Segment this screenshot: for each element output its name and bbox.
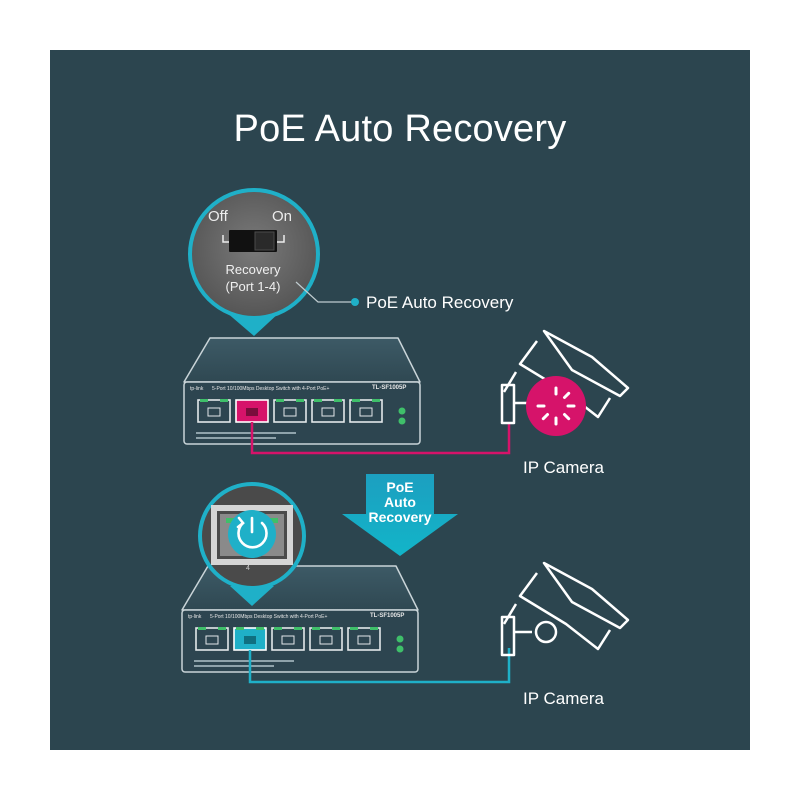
top-cable <box>250 422 511 455</box>
power-recovery-icon <box>236 516 268 549</box>
callout-line <box>295 281 354 303</box>
arrow-label: PoE Auto Recovery <box>350 480 450 525</box>
toggle-off-label: Off <box>208 208 228 225</box>
bottom-cable <box>248 648 511 684</box>
zoom-port-number: 4 <box>246 565 250 572</box>
port-housing <box>211 505 293 565</box>
top-switch <box>183 337 421 445</box>
bottom-switch-model: TL-SF1005P <box>370 613 405 619</box>
recovery-badge <box>228 510 276 558</box>
power-led <box>396 635 404 643</box>
top-camera-label: IP Camera <box>523 458 604 477</box>
poe-led <box>396 645 404 653</box>
arrow-label-line2: Auto <box>384 494 416 510</box>
top-switch-brand: tp-link <box>190 386 204 392</box>
loading-spinner-icon <box>536 386 576 426</box>
zoom-circle <box>188 188 320 320</box>
bottom-switch-front <box>181 609 419 673</box>
arrow-label-line1: PoE <box>386 479 414 495</box>
power-led <box>398 407 406 415</box>
poe-led <box>398 417 406 425</box>
callout-dot <box>351 298 359 306</box>
bottom-switch-brand: tp-link <box>188 614 202 620</box>
toggle-on-label: On <box>272 208 293 225</box>
bottom-camera-label: IP Camera <box>523 689 604 708</box>
top-camera-icon <box>500 329 630 425</box>
top-switch-model: TL-SF1005P <box>372 385 407 391</box>
top-switch-lid <box>183 337 421 383</box>
top-switch-description: 5-Port 10/100Mbps Desktop Switch with 4-… <box>212 386 330 392</box>
arrow-label-line3: Recovery <box>368 509 432 525</box>
down-arrow <box>342 474 458 556</box>
bottom-switch-ports <box>195 627 381 651</box>
recovery-label-line2: (Port 1-4) <box>225 279 281 294</box>
fault-indicator <box>526 376 586 436</box>
recovery-label: Recovery (Port 1-4) <box>190 261 316 295</box>
top-switch-front <box>183 381 421 445</box>
bottom-camera-icon <box>500 561 630 657</box>
recovery-label-line1: Recovery <box>225 262 281 277</box>
callout-text: PoE Auto Recovery <box>366 293 514 312</box>
bottom-switch-description: 5-Port 10/100Mbps Desktop Switch with 4-… <box>210 614 328 620</box>
recovery-switch-knob <box>254 231 275 251</box>
port-zoom-pointer <box>230 586 274 606</box>
page-title: PoE Auto Recovery <box>233 108 567 150</box>
